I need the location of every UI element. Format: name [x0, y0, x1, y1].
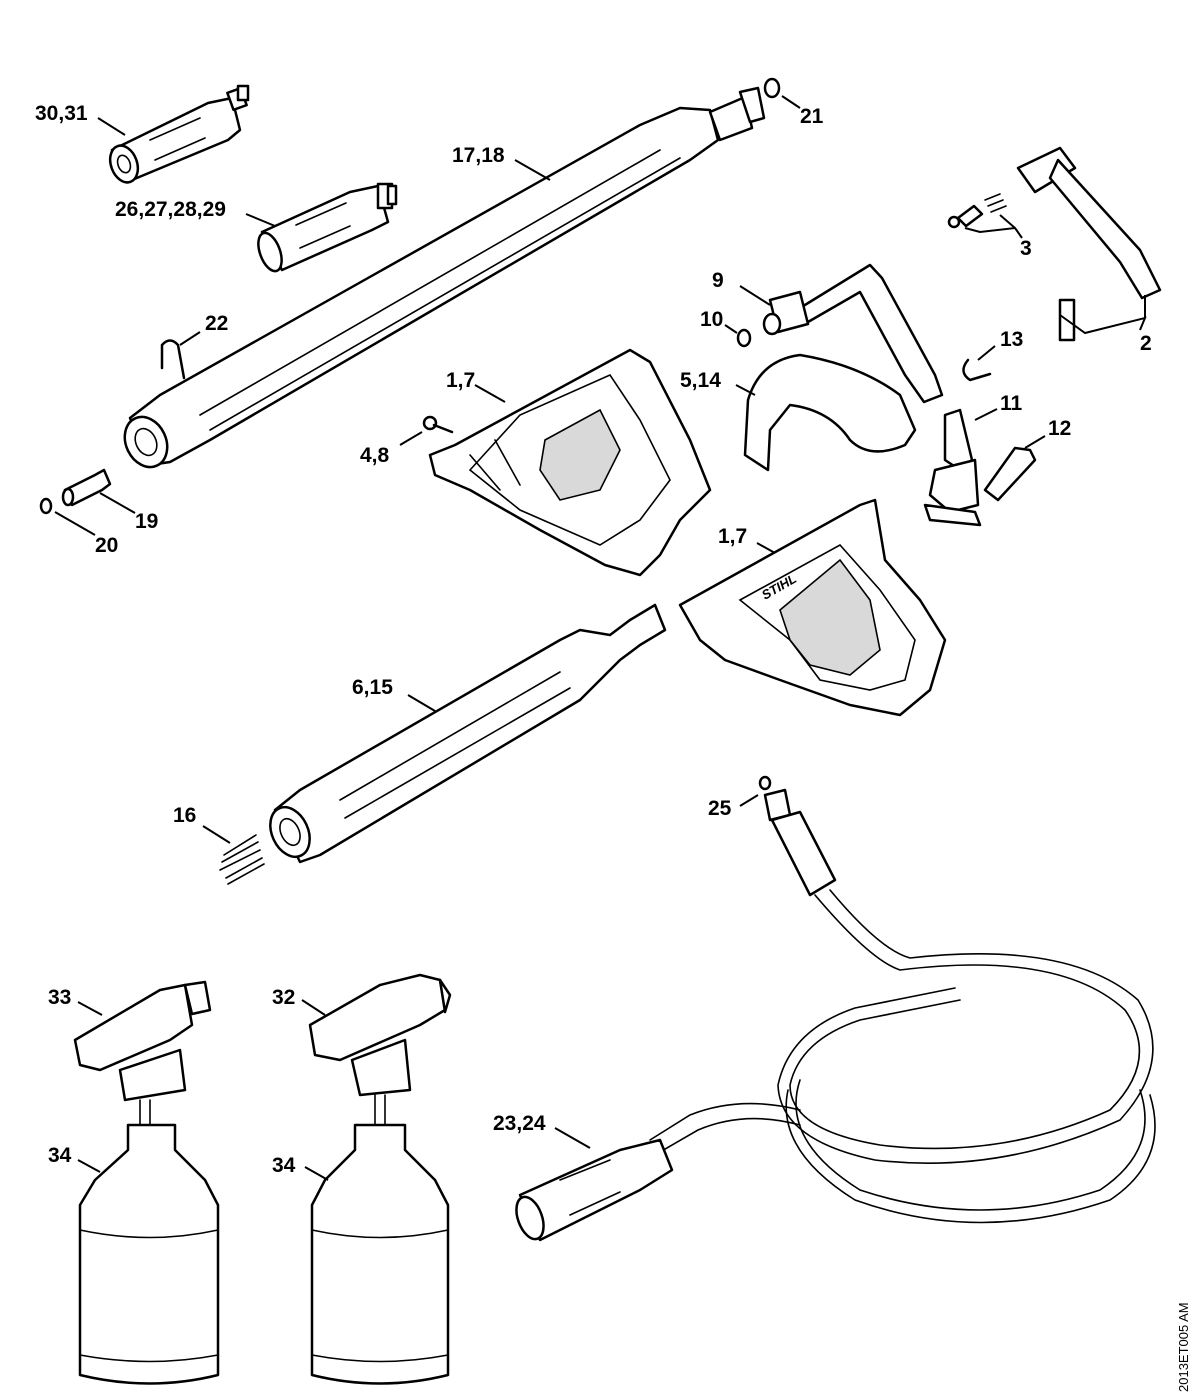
leader-lines [54, 95, 1147, 1181]
o-ring-10 [736, 328, 752, 348]
label-4-8: 4,8 [360, 444, 390, 467]
hose-end-23-24 [515, 1138, 674, 1242]
label-1-7-a: 1,7 [446, 369, 475, 392]
label-12: 12 [1048, 417, 1071, 440]
clip-12 [983, 446, 1037, 502]
nipple-19 [61, 468, 112, 507]
label-34-right: 34 [272, 1154, 296, 1177]
valve-3 [947, 193, 1007, 229]
label-1-7-b: 1,7 [718, 525, 747, 548]
extension-tube-6-15 [269, 603, 667, 864]
nozzle-26-29 [257, 182, 398, 273]
hose-coil [649, 889, 1156, 1224]
label-5-14: 5,14 [680, 369, 721, 392]
o-ring-20 [39, 497, 53, 515]
handle-half-1-7-closed: STIHL [678, 498, 947, 717]
nozzle-30-31 [108, 84, 250, 184]
label-17-18: 17,18 [452, 144, 505, 167]
label-20: 20 [95, 534, 118, 557]
spring-16 [219, 834, 265, 885]
label-2: 2 [1140, 332, 1152, 355]
screw-4-8 [422, 415, 454, 434]
drawing-code: 2013ET005 AM [1176, 1302, 1191, 1392]
bottle-34-right [310, 1123, 450, 1385]
lance-17-18 [123, 86, 766, 469]
handle-half-1-7-open [428, 348, 712, 577]
label-6-15: 6,15 [352, 676, 393, 699]
label-21: 21 [800, 105, 824, 128]
label-32: 32 [272, 986, 295, 1009]
label-9: 9 [712, 269, 724, 292]
callout-labels: 30,31 17,18 21 26,27,28,29 3 9 10 22 13 … [35, 102, 1152, 1177]
clip-13 [962, 358, 992, 382]
foam-nozzle-32 [308, 973, 452, 1131]
hose-fitting-25 [763, 788, 837, 897]
valve-11 [923, 408, 982, 527]
trigger-rod-9 [762, 263, 944, 404]
label-10: 10 [700, 308, 723, 331]
label-22: 22 [205, 312, 228, 335]
label-3: 3 [1020, 237, 1032, 260]
o-ring-21 [763, 77, 781, 99]
foam-nozzle-33 [73, 980, 212, 1131]
label-33: 33 [48, 986, 71, 1009]
label-11: 11 [1000, 392, 1023, 415]
label-34-left: 34 [48, 1144, 72, 1167]
label-13: 13 [1000, 328, 1023, 351]
label-23-24: 23,24 [493, 1112, 546, 1135]
label-16: 16 [173, 804, 196, 827]
label-25: 25 [708, 797, 732, 820]
label-30-31: 30,31 [35, 102, 88, 125]
label-19: 19 [135, 510, 158, 533]
label-26-29: 26,27,28,29 [115, 198, 226, 221]
trigger-5-14 [743, 353, 917, 472]
bottle-34-left [78, 1123, 220, 1385]
clip-22 [160, 339, 186, 380]
o-ring-25 [758, 775, 772, 791]
lever-2 [1016, 146, 1162, 342]
